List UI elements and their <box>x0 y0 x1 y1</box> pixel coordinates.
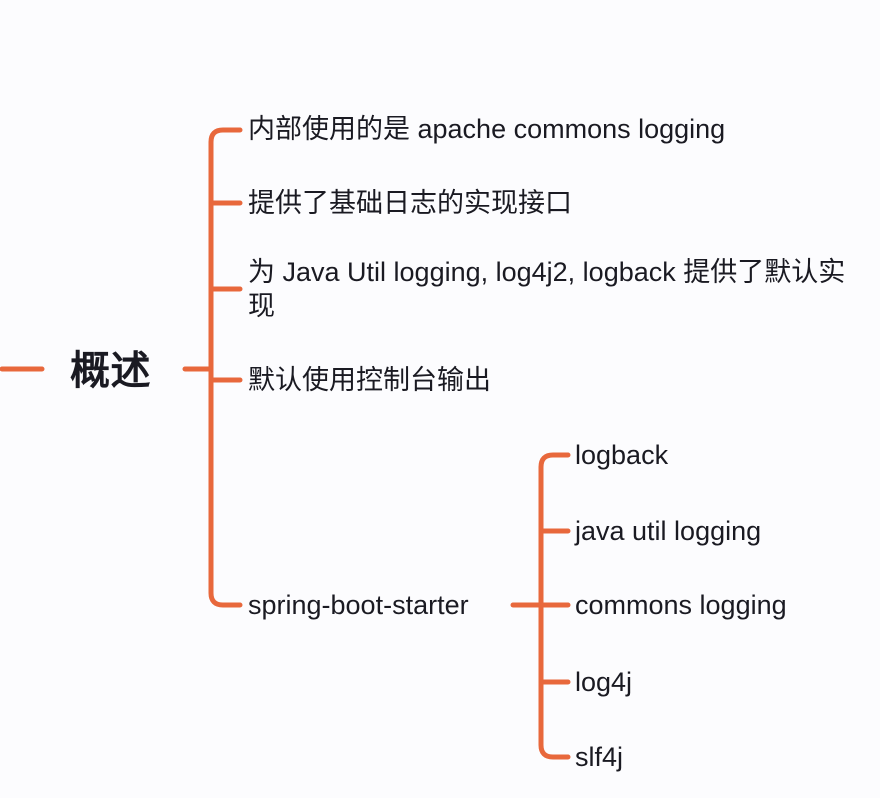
branch-node-internal-apache-commons-logging[interactable]: 内部使用的是 apache commons logging <box>248 114 726 144</box>
root-node-overview[interactable]: 概述 <box>70 349 151 393</box>
branch-node-spring-boot-starter[interactable]: spring-boot-starter <box>248 590 469 620</box>
branch-node-console-output[interactable]: 默认使用控制台输出 <box>248 365 491 395</box>
leaf-node-logback[interactable]: logback <box>575 440 669 470</box>
branch-node-default-implementations[interactable]: 为 Java Util logging, log4j2, logback 提供了… <box>248 257 846 321</box>
leaf-node-slf4j[interactable]: slf4j <box>575 742 624 772</box>
leaf-node-log4j[interactable]: log4j <box>575 667 633 697</box>
leaf-node-commons-logging[interactable]: commons logging <box>575 590 787 620</box>
branch-node-basic-log-interface[interactable]: 提供了基础日志的实现接口 <box>248 188 572 218</box>
main-trunk <box>208 127 243 608</box>
leaf-node-java-util-logging[interactable]: java util logging <box>575 516 762 546</box>
sub-trunk <box>538 452 571 760</box>
